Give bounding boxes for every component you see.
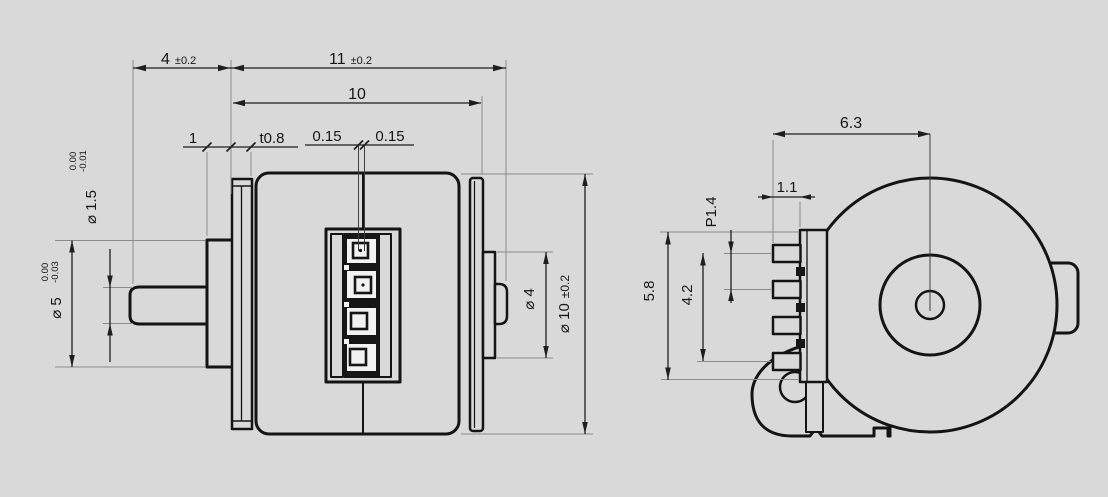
solder-pad	[347, 308, 376, 335]
svg-text:-0.01: -0.01	[78, 150, 89, 172]
dim-shaft-diameter-tolerance: 0.00 -0.01	[68, 150, 89, 172]
terminal-pin	[771, 279, 802, 300]
solder-pad	[347, 344, 376, 371]
solder-pad	[347, 239, 376, 263]
dim-shaft-diameter-label: ⌀ 1.5	[83, 190, 100, 224]
side-dimension-arrows	[69, 64, 588, 434]
side-view: 4±0.2 11±0.2 10 1 t0.8 0.15 0.15 ⌀ 1.5 0…	[40, 51, 593, 436]
dim-pilot-boss-length-label: 1	[189, 130, 197, 147]
dim-seam-offset-right-label: 0.15	[375, 128, 404, 145]
front-extension-lines	[660, 140, 801, 380]
dim-terminal-block-height-label: 5.8	[641, 281, 658, 302]
dim-seam-offset-left-label: 0.15	[312, 128, 341, 145]
terminal-pin	[771, 243, 802, 264]
rear-boss	[481, 250, 497, 360]
dim-rear-boss-diameter-label: ⌀ 4	[521, 288, 538, 310]
dim-terminal-pitch-label: P1.4	[703, 197, 720, 228]
terminal-slot-right	[378, 233, 392, 378]
pilot-boss	[205, 238, 235, 369]
svg-text:-0.03: -0.03	[50, 261, 61, 283]
dim-terminal-span-label: 4.2	[679, 285, 696, 306]
side-dimension-ticks	[201, 139, 370, 153]
pad-strip-notch	[344, 339, 349, 344]
dim-pilot-boss-diameter-label: ⌀ 5	[48, 297, 65, 319]
dim-pilot-boss-diameter-tolerance: 0.00 -0.03	[40, 261, 61, 283]
front-dimension-arrows	[665, 130, 930, 380]
terminal-pin	[771, 315, 802, 336]
pad-strip-notch	[344, 265, 349, 270]
terminal-slot-left	[330, 233, 344, 378]
rear-plate	[468, 176, 485, 433]
shaft	[128, 285, 212, 326]
side-extension-lines	[55, 60, 593, 435]
pad-strip-notch	[344, 302, 349, 307]
terminal-block-nub	[796, 303, 805, 312]
rear-shaft-nub	[493, 282, 509, 326]
tab-strip	[805, 381, 824, 433]
dim-shaft-protrusion-label: 4±0.2	[161, 51, 196, 68]
solder-pad	[347, 271, 376, 298]
terminal-block-nub	[796, 339, 805, 348]
dim-overall-length-label: 11±0.2	[329, 51, 372, 68]
terminal-block-nub	[796, 267, 805, 276]
side-dimension-lines	[71, 67, 586, 434]
dim-terminal-length-label: 1.1	[777, 179, 798, 196]
dim-flange-thickness-label: t0.8	[259, 130, 284, 147]
svg-text:0.00: 0.00	[40, 263, 51, 282]
front-view: 6.3 1.1 P1.4 5.8 4.2	[641, 115, 1080, 438]
svg-text:0.00: 0.00	[68, 152, 79, 171]
dim-body-length-label: 10	[348, 86, 366, 103]
terminal-pin	[771, 351, 802, 372]
dim-center-to-terminals-label: 6.3	[840, 115, 862, 132]
dim-body-diameter-label: ⌀ 10±0.2	[556, 275, 573, 333]
